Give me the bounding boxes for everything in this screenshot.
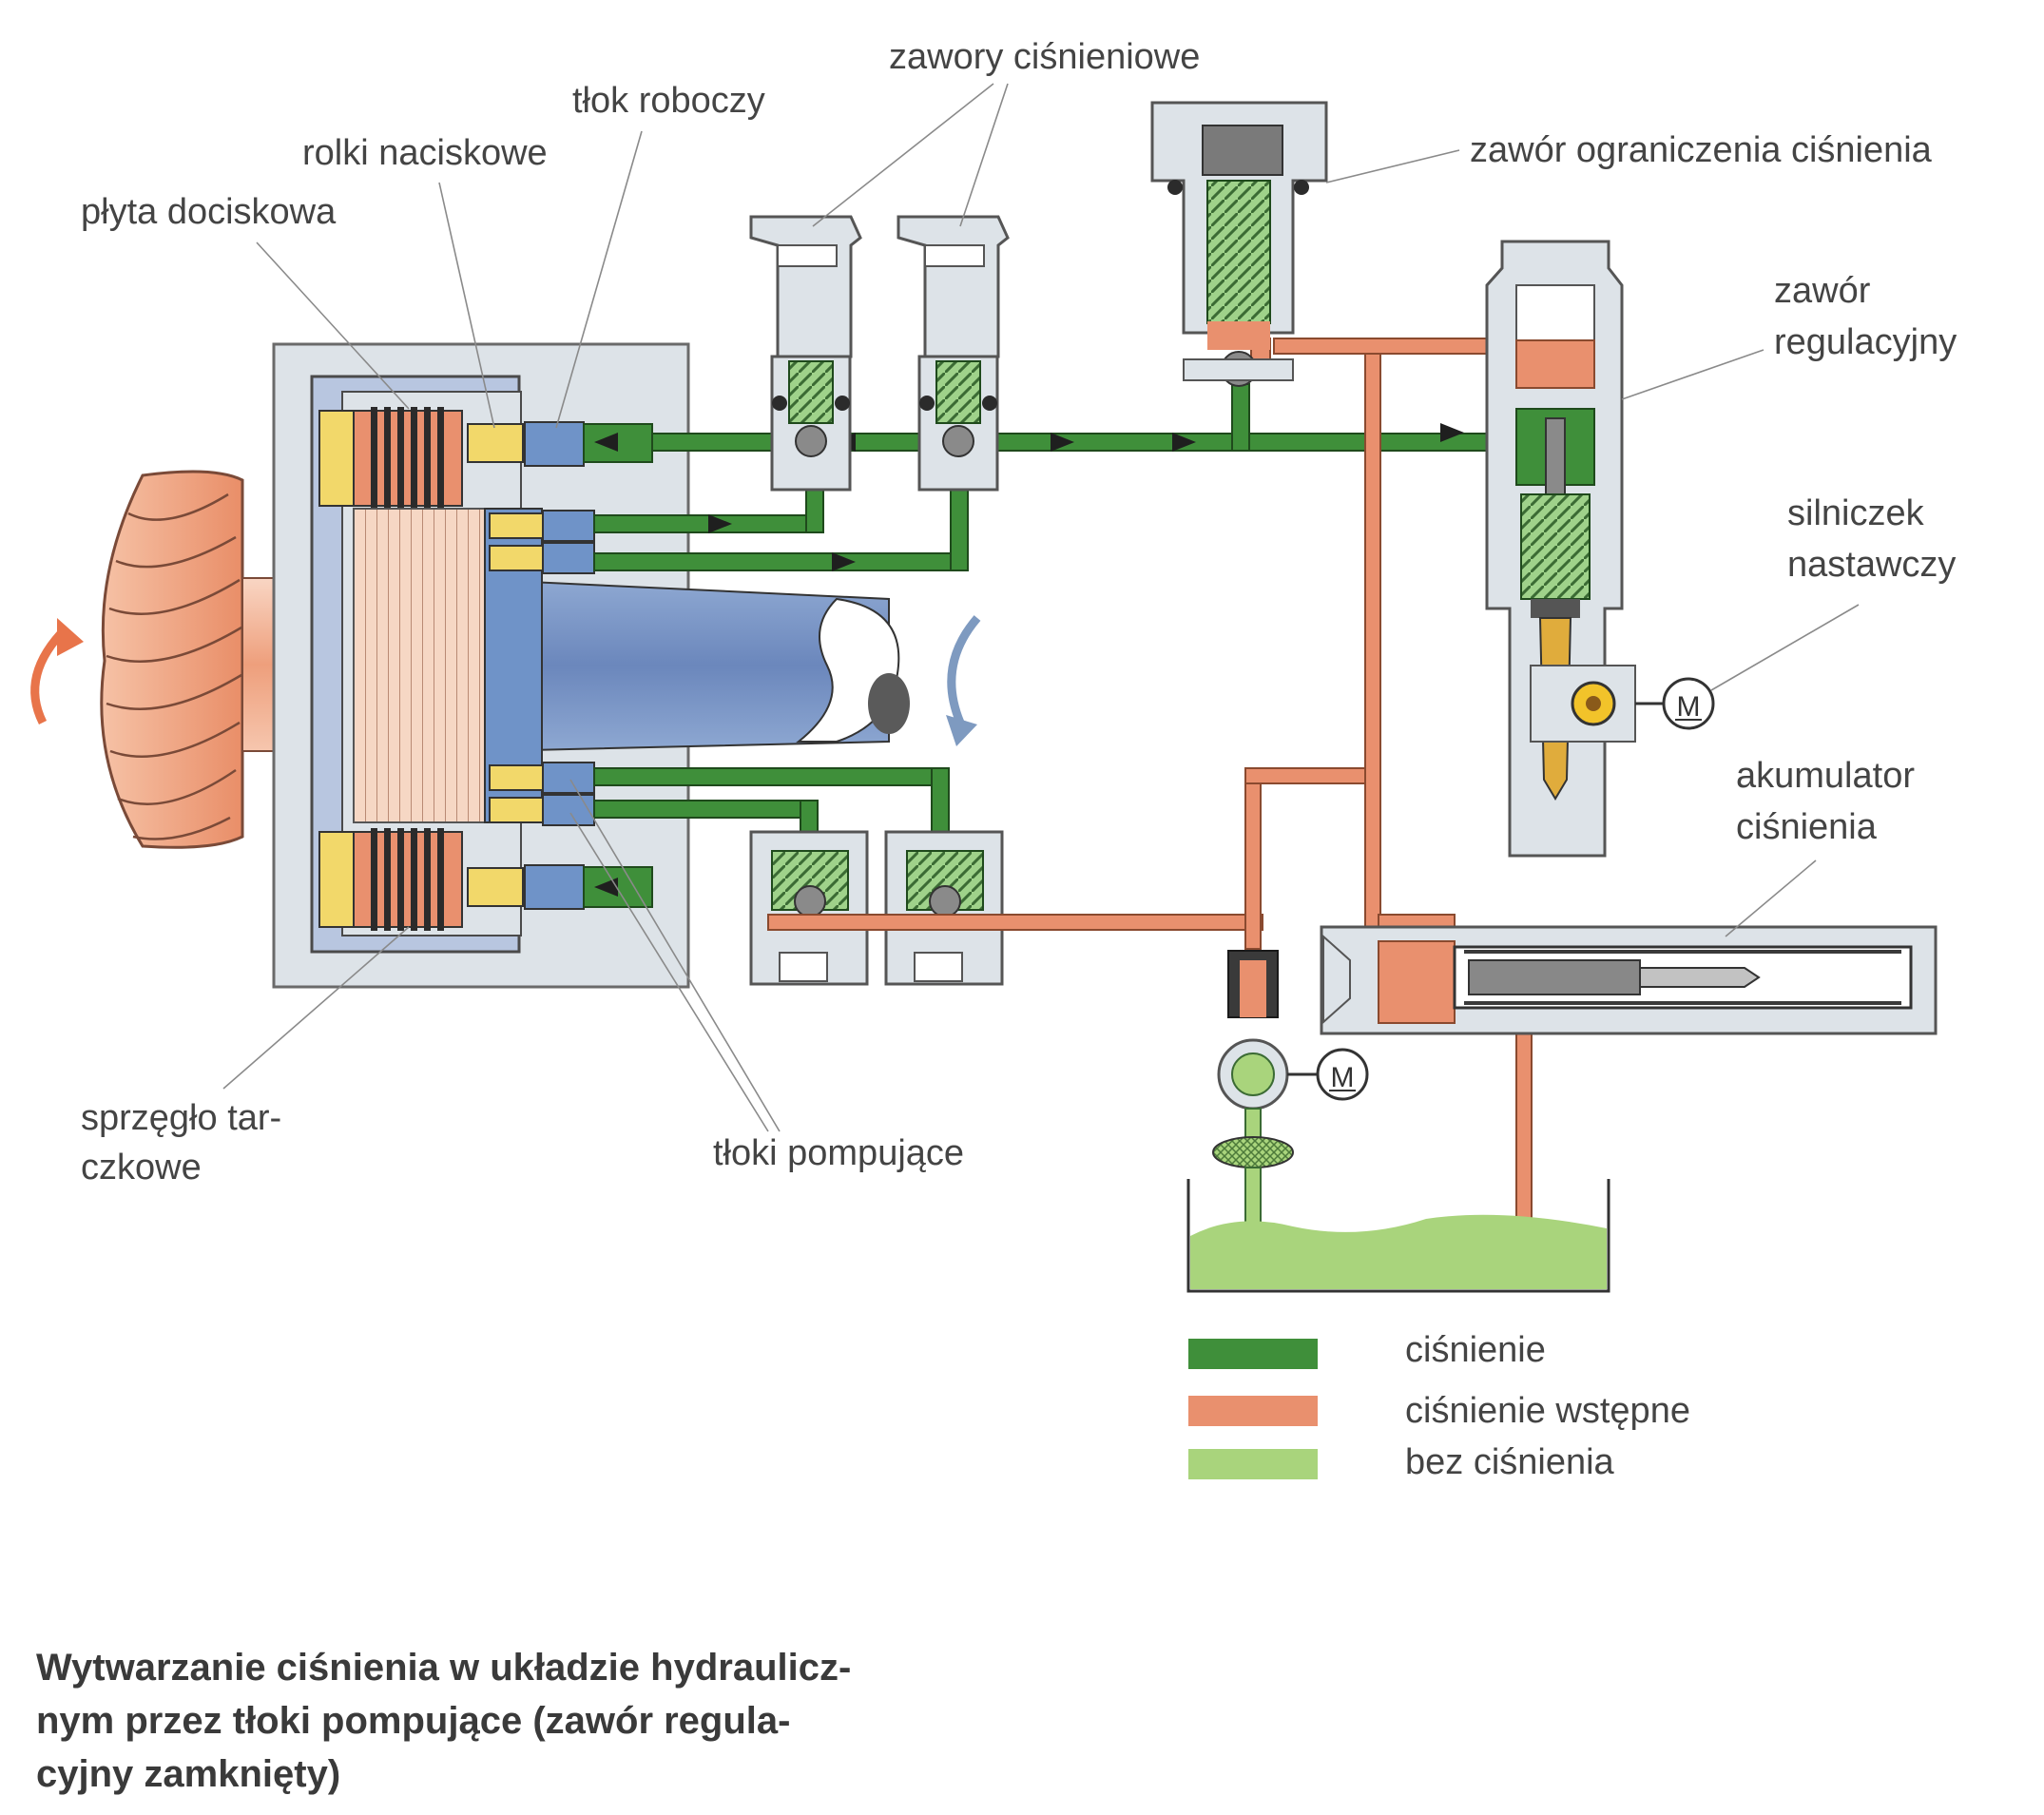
pump-motor-icon: M bbox=[1316, 1048, 1369, 1101]
pressure-valve-2 bbox=[897, 215, 1010, 492]
drive-gear bbox=[100, 470, 244, 849]
svg-text:tłoki pompujące: tłoki pompujące bbox=[713, 1133, 964, 1173]
caption-line-3: cyjny zamknięty) bbox=[36, 1753, 341, 1795]
svg-text:M: M bbox=[1331, 1062, 1355, 1093]
svg-text:silniczek: silniczek bbox=[1787, 493, 1925, 533]
svg-text:rolki naciskowe: rolki naciskowe bbox=[302, 133, 548, 173]
label-akumulator-cisnienia: akumulator ciśnienia bbox=[1725, 756, 1915, 937]
pump-pistons-bottom bbox=[489, 762, 595, 826]
figure-caption: Wytwarzanie ciśnienia w układzie hydraul… bbox=[36, 1641, 1082, 1801]
clutch-plates-top bbox=[318, 407, 463, 510]
svg-text:tłok roboczy: tłok roboczy bbox=[572, 81, 765, 121]
svg-text:płyta dociskowa: płyta dociskowa bbox=[81, 192, 337, 232]
pressure-accumulator bbox=[1320, 925, 1938, 1035]
legend-swatch-pressure bbox=[1188, 1339, 1318, 1369]
caption-line-2: nym przez tłoki pompujące (zawór regula- bbox=[36, 1700, 791, 1742]
label-plyta-dociskowa: płyta dociskowa bbox=[81, 192, 410, 410]
legend-item-pressure: ciśnienie bbox=[1188, 1330, 1546, 1370]
svg-text:M: M bbox=[1677, 691, 1701, 723]
svg-text:czkowe: czkowe bbox=[81, 1148, 202, 1187]
working-piston-top bbox=[467, 421, 585, 467]
clutch-plates-bottom bbox=[318, 828, 463, 931]
legend-item-pre-pressure: ciśnienie wstępne bbox=[1188, 1391, 1690, 1431]
svg-text:bez ciśnienia: bez ciśnienia bbox=[1405, 1442, 1615, 1482]
svg-text:zawór: zawór bbox=[1774, 271, 1871, 311]
legend-swatch-pre-pressure bbox=[1188, 1396, 1318, 1426]
svg-text:akumulator: akumulator bbox=[1736, 756, 1915, 796]
pressure-valve-1 bbox=[749, 215, 862, 492]
control-valve bbox=[1485, 240, 1666, 858]
label-sprzeglo-tarczkowe: sprzęgło tar- czkowe bbox=[81, 926, 410, 1187]
caption-line-1: Wytwarzanie ciśnienia w układzie hydraul… bbox=[36, 1647, 852, 1689]
pump-pistons-top bbox=[489, 510, 595, 574]
rotation-arrow-orange bbox=[30, 618, 84, 725]
svg-text:zawór ograniczenia ciśnienia: zawór ograniczenia ciśnienia bbox=[1470, 130, 1933, 170]
working-piston-bottom bbox=[467, 864, 585, 910]
clutch-drum bbox=[353, 508, 486, 823]
svg-text:ciśnienie: ciśnienie bbox=[1405, 1330, 1546, 1370]
svg-text:nastawczy: nastawczy bbox=[1787, 545, 1956, 585]
control-motor-icon: M bbox=[1662, 677, 1715, 730]
pressure-valve-3 bbox=[749, 830, 869, 986]
label-zawor-ograniczenia: zawór ograniczenia ciśnienia bbox=[1325, 130, 1933, 183]
label-zawory-cisnieniowe: zawory ciśnieniowe bbox=[812, 37, 1200, 227]
pre-pressure-lines bbox=[767, 338, 1589, 1256]
svg-text:ciśnienia: ciśnienia bbox=[1736, 807, 1878, 847]
pressure-limit-valve bbox=[1150, 101, 1328, 387]
svg-text:zawory ciśnieniowe: zawory ciśnieniowe bbox=[889, 37, 1200, 77]
label-silniczek-nastawczy: silniczek nastawczy bbox=[1710, 493, 1956, 691]
pump-motor-assembly bbox=[1212, 950, 1317, 1245]
legend-swatch-no-pressure bbox=[1188, 1449, 1318, 1479]
label-zawor-regulacyjny: zawór regulacyjny bbox=[1621, 271, 1957, 400]
oil-tank bbox=[1186, 1179, 1610, 1293]
label-tlok-roboczy: tłok roboczy bbox=[555, 81, 765, 429]
svg-text:sprzęgło tar-: sprzęgło tar- bbox=[81, 1098, 281, 1138]
label-tloki-pompujace: tłoki pompujące bbox=[569, 779, 964, 1173]
pressure-valve-4 bbox=[884, 830, 1004, 986]
legend-item-no-pressure: bez ciśnienia bbox=[1188, 1442, 1615, 1482]
label-rolki-naciskowe: rolki naciskowe bbox=[302, 133, 548, 429]
svg-text:ciśnienie wstępne: ciśnienie wstępne bbox=[1405, 1391, 1690, 1431]
rotation-arrow-blue bbox=[946, 615, 981, 746]
legend: ciśnienie ciśnienie wstępne bez ciśnieni… bbox=[1188, 1330, 1690, 1482]
svg-text:regulacyjny: regulacyjny bbox=[1774, 322, 1957, 362]
